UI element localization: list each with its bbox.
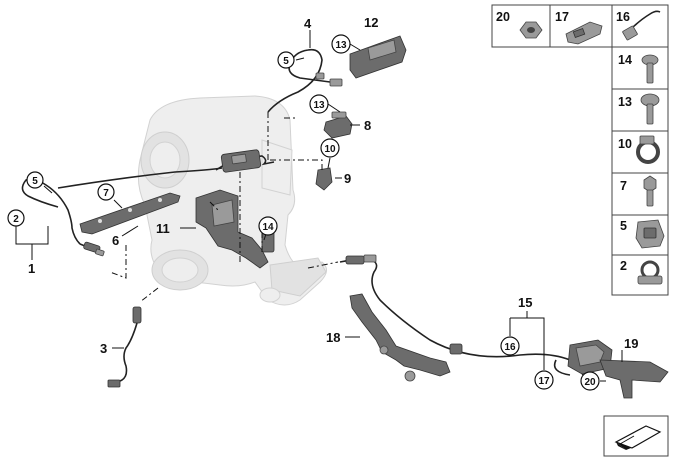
callout-9: 9 [344,171,351,186]
table-label-5: 5 [620,219,627,233]
table-label-14: 14 [618,53,632,67]
hose-clamp-icon [636,135,660,164]
callout-2-circle: 2 [7,209,25,227]
bolt-icon-14 [641,54,659,84]
table-label-16: 16 [616,10,630,24]
callout-14-circle: 14 [258,216,278,236]
callout-18: 18 [326,330,340,345]
table-label-10: 10 [618,137,632,151]
callout-8: 8 [364,118,371,133]
callout-14: 14 [262,222,274,233]
table-label-2: 2 [620,259,627,273]
callout-3: 3 [100,341,107,356]
callout-19: 19 [624,336,638,351]
callout-15: 15 [518,295,532,310]
reference-lines [109,112,597,393]
table-label-20: 20 [496,10,510,24]
callout-2: 2 [13,214,19,225]
pressure-sensor-harness [339,254,571,376]
cable-clip-icon [565,21,603,45]
callout-13-mid: 13 [313,100,325,111]
hex-nut-icon [519,21,543,39]
pressure-sensor-part-8 [323,111,353,139]
callout-6: 6 [112,233,119,248]
bolt-icon-7 [643,175,657,207]
holder-part-12 [349,35,407,79]
clamp-icon-2 [637,260,663,285]
oxygen-sensor-left-harness [21,167,223,257]
clip-icon-5 [635,219,665,249]
callout-16: 16 [504,342,516,353]
callout-7-circle: 7 [97,183,115,201]
bracket-part-6 [79,192,181,235]
callout-17-circle: 17 [534,370,554,390]
nox-sensor-part-19 [567,339,669,399]
callout-7: 7 [103,188,109,199]
table-label-13: 13 [618,95,632,109]
oxygen-sensor-bottom-harness [107,306,142,388]
callout-11: 11 [156,221,170,236]
parts-table: 20 17 16 14 13 10 7 5 2 [491,4,669,296]
bracket-part-18 [349,293,463,382]
callout-5-circle-left: 5 [26,171,44,189]
callout-16-circle: 16 [500,336,520,356]
callout-13-circle-mid: 13 [309,94,329,114]
screw-icon-13 [640,93,660,125]
callout-5-left: 5 [32,176,38,187]
callout-5-circle-top: 5 [277,51,295,69]
callout-20: 20 [584,377,596,388]
sensor-module-harness [215,149,275,173]
cable-tie-icon [622,10,661,41]
table-label-7: 7 [620,179,627,193]
callout-10-circle: 10 [320,138,340,158]
callout-20-circle: 20 [580,371,600,391]
callout-5-top: 5 [283,56,289,67]
orientation-arrow-icon [603,415,669,457]
callout-17: 17 [538,376,550,387]
callout-4: 4 [304,16,312,31]
leader-lines [15,30,623,382]
callout-13-top: 13 [335,40,347,51]
hose-part-9 [315,167,333,191]
callout-10: 10 [324,144,336,155]
callout-1: 1 [28,261,35,276]
top-sensor-cable [267,48,343,113]
callout-13-circle-top: 13 [331,34,351,54]
callout-12: 12 [364,15,378,30]
table-label-17: 17 [555,10,569,24]
